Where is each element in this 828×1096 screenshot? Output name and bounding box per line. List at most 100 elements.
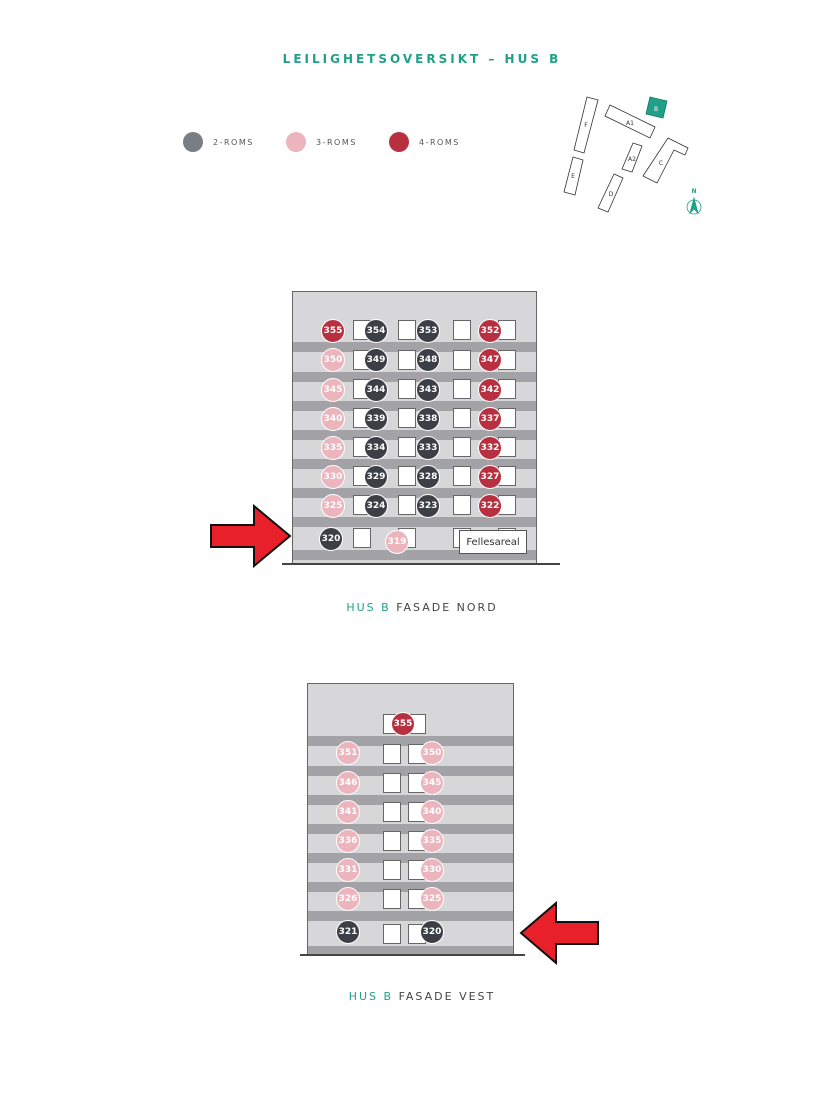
north-unit-345[interactable]: 345 [321, 378, 345, 402]
balcony-band [293, 459, 536, 469]
north-unit-322[interactable]: 322 [478, 494, 502, 518]
building-E: E [563, 156, 584, 196]
north-unit-329[interactable]: 329 [364, 465, 388, 489]
west-unit-335[interactable]: 335 [420, 829, 444, 853]
legend-dot [183, 132, 203, 152]
window [398, 466, 416, 486]
north-unit-349[interactable]: 349 [364, 348, 388, 372]
west-unit-351[interactable]: 351 [336, 741, 360, 765]
north-unit-355[interactable]: 355 [321, 319, 345, 343]
legend-label: 3-ROMS [316, 137, 357, 147]
north-unit-332[interactable]: 332 [478, 436, 502, 460]
north-unit-327[interactable]: 327 [478, 465, 502, 489]
window [383, 860, 401, 880]
building-A1: A1 [604, 104, 656, 139]
window [398, 495, 416, 515]
west-unit-345[interactable]: 345 [420, 771, 444, 795]
svg-text:N: N [691, 188, 696, 195]
caption-text: FASADE VEST [398, 990, 496, 1003]
north-unit-350[interactable]: 350 [321, 348, 345, 372]
west-unit-336[interactable]: 336 [336, 829, 360, 853]
balcony-band [293, 401, 536, 411]
window [353, 528, 371, 548]
site-map: F A1 B A2 C E D N [563, 96, 702, 215]
building-F: F [573, 96, 599, 154]
west-unit-355[interactable]: 355 [391, 712, 415, 736]
west-unit-350[interactable]: 350 [420, 741, 444, 765]
window [398, 408, 416, 428]
svg-text:E: E [571, 173, 575, 180]
north-unit-323[interactable]: 323 [416, 494, 440, 518]
svg-text:C: C [659, 160, 663, 167]
legend-label: 4-ROMS [419, 137, 460, 147]
building-D: D [597, 173, 624, 213]
west-unit-340[interactable]: 340 [420, 800, 444, 824]
north-unit-352[interactable]: 352 [478, 319, 502, 343]
north-unit-348[interactable]: 348 [416, 348, 440, 372]
north-unit-343[interactable]: 343 [416, 378, 440, 402]
balcony-band [308, 766, 513, 776]
building-C: C [642, 137, 689, 184]
north-unit-342[interactable]: 342 [478, 378, 502, 402]
west-unit-330[interactable]: 330 [420, 858, 444, 882]
caption-highlight: HUS B [348, 990, 394, 1003]
window [453, 495, 471, 515]
north-unit-354[interactable]: 354 [364, 319, 388, 343]
north-unit-319[interactable]: 319 [385, 530, 409, 554]
north-unit-325[interactable]: 325 [321, 494, 345, 518]
window [383, 773, 401, 793]
north-unit-344[interactable]: 344 [364, 378, 388, 402]
west-unit-331[interactable]: 331 [336, 858, 360, 882]
west-unit-346[interactable]: 346 [336, 771, 360, 795]
north-arrow-icon: N [686, 188, 702, 215]
window [383, 889, 401, 909]
north-unit-337[interactable]: 337 [478, 407, 502, 431]
window [453, 320, 471, 340]
west-unit-321[interactable]: 321 [336, 920, 360, 944]
window [398, 350, 416, 370]
svg-text:B: B [654, 106, 658, 113]
svg-text:A2: A2 [628, 156, 636, 163]
window [453, 466, 471, 486]
ground-line [282, 563, 560, 565]
north-unit-324[interactable]: 324 [364, 494, 388, 518]
west-unit-325[interactable]: 325 [420, 887, 444, 911]
north-unit-328[interactable]: 328 [416, 465, 440, 489]
north-unit-338[interactable]: 338 [416, 407, 440, 431]
balcony-band [293, 517, 536, 527]
building-A2: A2 [621, 142, 643, 173]
legend-dot [286, 132, 306, 152]
balcony-band [308, 911, 513, 921]
building-B: B [645, 96, 668, 119]
window [398, 379, 416, 399]
north-unit-347[interactable]: 347 [478, 348, 502, 372]
balcony-band [308, 946, 513, 956]
page-title: LEILIGHETSOVERSIKT – HUS B [282, 52, 562, 66]
north-unit-339[interactable]: 339 [364, 407, 388, 431]
legend-dot [389, 132, 409, 152]
north-unit-333[interactable]: 333 [416, 436, 440, 460]
north-unit-320[interactable]: 320 [319, 527, 343, 551]
arrow-right-icon [210, 503, 292, 569]
west-unit-326[interactable]: 326 [336, 887, 360, 911]
window [383, 831, 401, 851]
legend-4-roms: 4-ROMS [389, 132, 460, 152]
north-unit-353[interactable]: 353 [416, 319, 440, 343]
common-area-label: Fellesareal [459, 530, 527, 554]
balcony-band [293, 430, 536, 440]
caption-text: FASADE NORD [396, 601, 498, 614]
west-unit-341[interactable]: 341 [336, 800, 360, 824]
arrow-left-icon [519, 900, 599, 966]
caption-north: HUS B FASADE NORD [0, 601, 828, 614]
north-unit-335[interactable]: 335 [321, 436, 345, 460]
north-unit-330[interactable]: 330 [321, 465, 345, 489]
window [383, 744, 401, 764]
balcony-band [293, 342, 536, 352]
window [383, 802, 401, 822]
caption-highlight: HUS B [346, 601, 391, 614]
balcony-band [308, 736, 513, 746]
north-unit-340[interactable]: 340 [321, 407, 345, 431]
west-unit-320[interactable]: 320 [420, 920, 444, 944]
north-unit-334[interactable]: 334 [364, 436, 388, 460]
